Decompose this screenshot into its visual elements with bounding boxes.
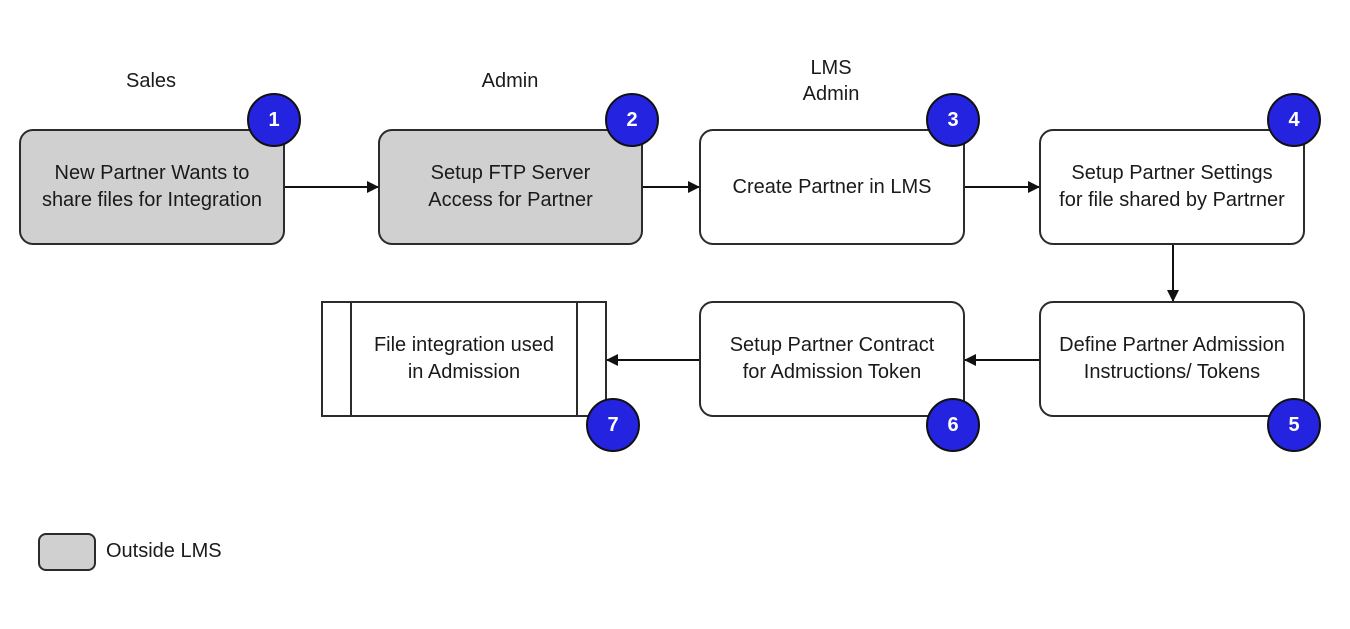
legend-swatch-outside-lms	[38, 533, 96, 571]
lane-label-admin: Admin	[481, 70, 539, 92]
step-7-label: File integration used in Admission	[373, 334, 555, 383]
step-6-badge: 6	[926, 398, 980, 452]
step-7-right-bar	[576, 303, 578, 415]
step-1-badge: 1	[247, 93, 301, 147]
step-3-badge: 3	[926, 93, 980, 147]
step-4-label: Setup Partner Settings for file shared b…	[1059, 162, 1285, 211]
step-4-box[interactable]: Setup Partner Settings for file shared b…	[1039, 129, 1305, 245]
step-2-label: Setup FTP Server Access for Partner	[428, 162, 593, 211]
step-7-box[interactable]: File integration used in Admission	[321, 301, 607, 417]
step-6-box[interactable]: Setup Partner Contract for Admission Tok…	[699, 301, 965, 417]
step-3-box[interactable]: Create Partner in LMS	[699, 129, 965, 245]
step-5-badge: 5	[1267, 398, 1321, 452]
step-6-label: Setup Partner Contract for Admission Tok…	[729, 334, 935, 383]
legend-label: Outside LMS	[106, 540, 222, 562]
step-5-label: Define Partner Admission Instructions/ T…	[1059, 334, 1285, 383]
step-2-badge: 2	[605, 93, 659, 147]
lane-label-sales: Sales	[125, 70, 177, 92]
lane-label-lms-admin: LMS Admin	[802, 57, 860, 105]
step-7-badge: 7	[586, 398, 640, 452]
step-1-box[interactable]: New Partner Wants to share files for Int…	[19, 129, 285, 245]
step-4-badge: 4	[1267, 93, 1321, 147]
step-7-left-bar	[350, 303, 352, 415]
step-1-label: New Partner Wants to share files for Int…	[41, 162, 263, 211]
step-5-box[interactable]: Define Partner Admission Instructions/ T…	[1039, 301, 1305, 417]
step-2-box[interactable]: Setup FTP Server Access for Partner	[378, 129, 643, 245]
step-3-label: Create Partner in LMS	[732, 175, 932, 198]
